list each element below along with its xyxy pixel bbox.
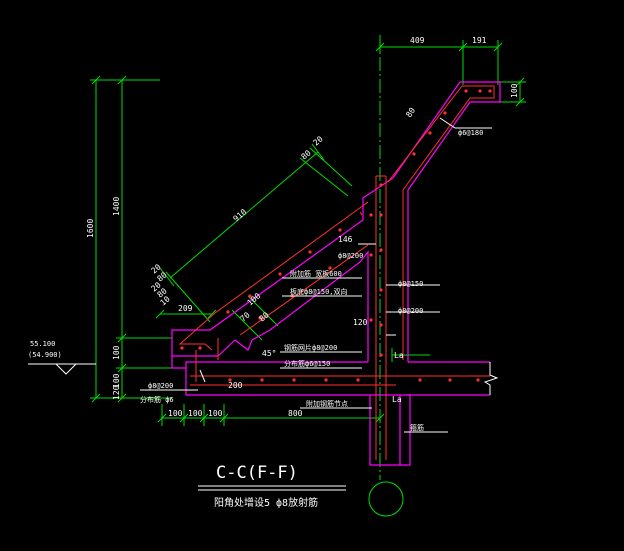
note-c: 分布筋 ф6 — [140, 395, 174, 404]
dim-200: 200 — [228, 381, 243, 390]
rebar-label-e: ф8@200 — [148, 382, 173, 390]
dim-100-a: 100 — [112, 345, 121, 360]
level-bottom: (54.900) — [28, 351, 62, 359]
dim-120-v: 120 — [112, 385, 121, 400]
note-a1: 附加筋 宽板600 — [290, 269, 342, 278]
dim-1400: 1400 — [112, 197, 121, 216]
drawing-subtitle: 阳角处增设5 ф8放射筋 — [214, 496, 318, 509]
note-b1: 钢筋网片ф8@200 — [284, 343, 337, 352]
level-symbol — [28, 363, 96, 375]
concrete-outline — [171, 81, 501, 466]
level-top: 55.100 — [30, 340, 55, 348]
leader-lines — [140, 117, 492, 491]
dim-120: 120 — [353, 318, 368, 327]
dim-bottom-100-b: 100 — [188, 409, 203, 418]
dimension-lines — [90, 35, 526, 517]
dim-bottom-100-a: 100 — [168, 409, 183, 418]
upper-cantilever-outline — [392, 81, 501, 200]
dim-1600: 1600 — [86, 219, 95, 238]
dim-910: 910 — [232, 207, 249, 223]
note-b2: 分布筋ф6@150 — [284, 359, 330, 368]
slope-dim-line — [169, 151, 319, 279]
la-label-2: La — [392, 395, 402, 404]
angle-45: 45° — [262, 349, 276, 358]
dim-191: 191 — [472, 36, 487, 45]
title-block: C-C(F-F) 阳角处增设5 ф8放射筋 — [214, 463, 318, 509]
dim-146: 146 — [338, 235, 353, 244]
rebar-label-a: ф6@180 — [458, 129, 483, 137]
dim-bottom-100-c: 100 — [208, 409, 223, 418]
dim-800: 800 — [288, 409, 303, 418]
break-symbol — [483, 362, 499, 395]
rebar-label-b: ф8@200 — [338, 252, 363, 260]
rebar-label-c: ф8@150 — [398, 280, 423, 288]
dim-100-b: 100 — [112, 373, 121, 388]
rebar — [178, 85, 495, 460]
la-label-1: La — [394, 351, 404, 360]
dim-80-top: 80 — [404, 106, 417, 119]
drawing-title: C-C(F-F) — [216, 463, 298, 483]
note-d: 附加钢筋节点 — [306, 399, 348, 408]
rebar-label-d: ф8@200 — [398, 307, 423, 315]
stair-slab-outline — [171, 177, 394, 357]
rebar-dots — [180, 89, 492, 382]
axis-bubble — [368, 481, 404, 517]
dim-70: 70 — [239, 310, 252, 323]
note-a2: 板底ф8@150,双向 — [290, 287, 348, 296]
dim-right-100: 100 — [510, 83, 519, 98]
dim-209: 209 — [178, 304, 193, 313]
dim-409: 409 — [410, 36, 425, 45]
annotation-texts: 55.100 (54.900) ф6@180 ф8@200 ф8@150 ф8@… — [28, 129, 483, 432]
note-e: 箍筋 — [410, 423, 424, 432]
